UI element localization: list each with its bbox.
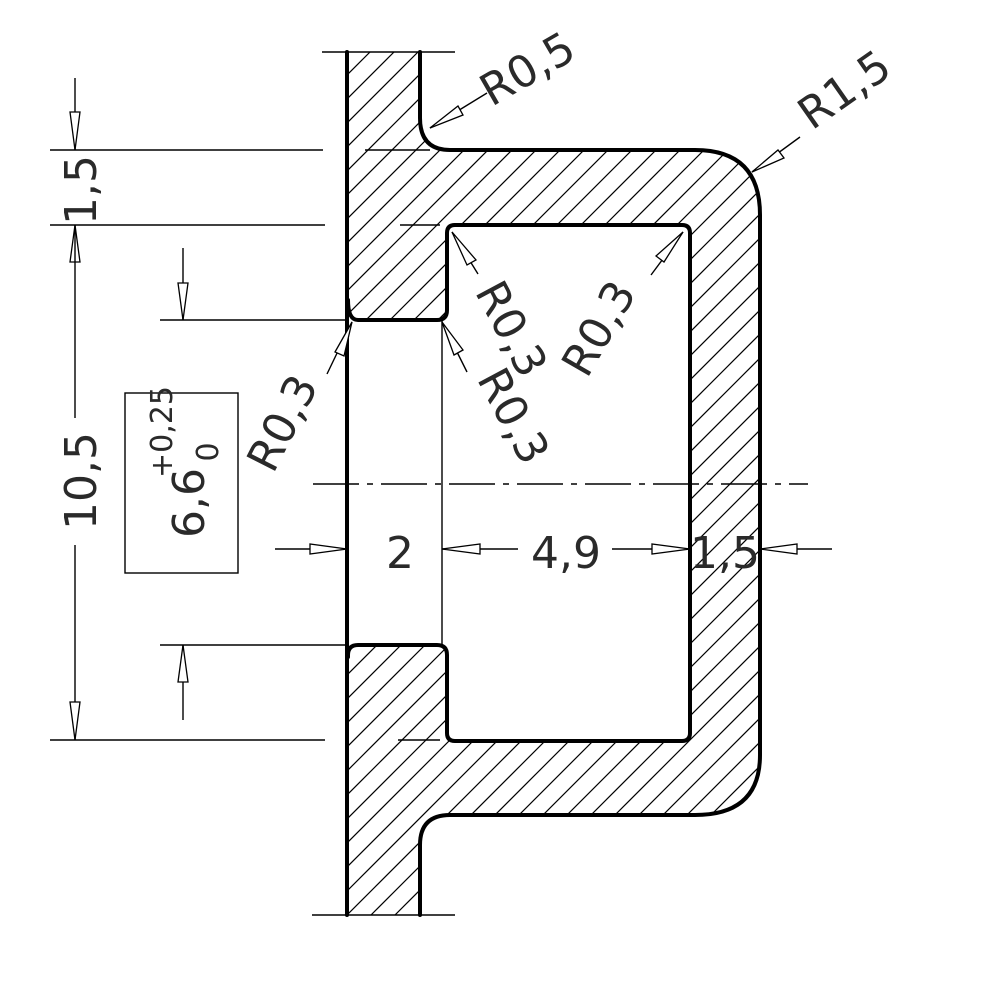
dim-overall-height	[69, 225, 81, 741]
radius-label-slot-right: R0,3	[467, 360, 559, 473]
hatch-line	[347, 52, 711, 915]
extension-lines	[50, 149, 440, 741]
radius-label-outer-corner: R1,5	[789, 40, 901, 139]
hatch-line	[347, 52, 760, 915]
hatch-line	[347, 52, 591, 915]
dim-label-outer-wall: 1,5	[690, 528, 760, 579]
radius-label-top-fillet: R0,5	[471, 22, 584, 116]
dim-horizontal-chain	[275, 543, 832, 555]
dim-label-slot-lower-tol: 0	[191, 442, 226, 461]
dim-label-slot-nominal: 6,6	[164, 468, 215, 538]
dim-slot-height	[177, 248, 189, 720]
hatch-line	[347, 52, 615, 915]
inner-cavity-outline	[346, 223, 692, 743]
radius-label-inner-right: R0,3	[552, 272, 646, 385]
hatch-line	[693, 52, 760, 915]
radius-leaders	[326, 92, 801, 375]
hatch-line	[347, 52, 760, 915]
hatch-line	[669, 52, 760, 915]
hatch-line	[347, 52, 519, 915]
hatch-line	[347, 52, 663, 915]
dim-label-web: 2	[386, 528, 414, 579]
dim-label-slot-upper-tol: +0,25	[145, 386, 180, 478]
hatch-line	[347, 52, 687, 915]
hatch-line	[347, 52, 760, 915]
hatch-line	[347, 52, 735, 915]
dim-label-top-flange: 1,5	[56, 155, 107, 225]
radius-label-slot-left: R0,3	[238, 367, 329, 480]
hatch-line	[347, 52, 543, 915]
hatch-line	[347, 52, 639, 915]
dim-label-overall-height: 10,5	[56, 432, 107, 530]
hatch-line	[347, 52, 759, 915]
upper-slot-outline	[346, 223, 457, 322]
hatch-line	[347, 52, 760, 915]
hatch-line	[347, 52, 760, 915]
hatch-line	[347, 52, 567, 915]
tolerance-box	[124, 392, 239, 574]
dim-label-inner-width: 4,9	[531, 528, 601, 579]
